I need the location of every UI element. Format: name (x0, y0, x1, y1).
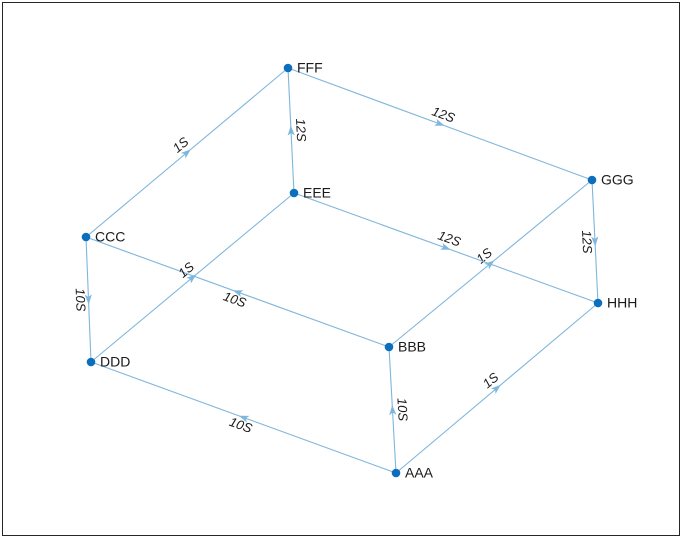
node-label: BBB (398, 339, 426, 355)
edge-bbb-ggg: 1S (388, 179, 593, 348)
edge-label: 10S (227, 414, 254, 436)
edge-ggg-hhh: 12S (579, 179, 599, 304)
edge-eee-hhh: 12S (293, 192, 599, 304)
edge-ddd-eee: 1S (90, 192, 295, 363)
edge-aaa-ddd: 10S (90, 361, 397, 474)
node-fff: FFF (283, 60, 323, 76)
edge-ccc-ddd: 10S (73, 236, 92, 363)
edge-arrow-icon (84, 294, 92, 305)
node-marker (587, 175, 597, 185)
edge-arrow-icon (484, 260, 495, 270)
nodes-layer: AAA BBB CCC DDD EEE FFF GGG HHH (81, 60, 637, 481)
node-label: GGG (601, 172, 634, 188)
edge-arrow-icon (434, 118, 445, 126)
edge-arrow-icon (490, 384, 501, 394)
edge-label: 12S (436, 228, 463, 250)
edge-eee-fff: 12S (287, 67, 309, 194)
node-marker (391, 468, 401, 478)
node-ccc: CCC (81, 229, 125, 245)
node-bbb: BBB (384, 339, 426, 355)
edge-arrow-icon (232, 290, 244, 298)
node-marker (86, 357, 96, 367)
edge-arrow-icon (186, 274, 197, 284)
node-marker (384, 342, 394, 352)
node-hhh: HHH (593, 295, 637, 311)
node-eee: EEE (289, 185, 331, 201)
node-label: EEE (303, 185, 331, 201)
node-label: CCC (95, 229, 125, 245)
edge-arrow-icon (238, 415, 250, 423)
edge-ccc-fff: 1S (85, 67, 289, 238)
edge-arrow-icon (180, 149, 191, 159)
node-label: DDD (100, 354, 130, 370)
node-marker (289, 188, 299, 198)
edge-arrow-icon (287, 125, 295, 136)
edge-fff-ggg: 12S (287, 67, 593, 181)
edge-label: 10S (221, 288, 248, 310)
node-marker (81, 232, 91, 242)
edge-aaa-hhh: 1S (395, 302, 599, 474)
edge-aaa-bbb: 10S (388, 346, 411, 474)
edge-arrow-icon (440, 242, 451, 250)
edge-arrow-icon (389, 405, 397, 416)
edge-label: 12S (293, 118, 309, 142)
node-ddd: DDD (86, 354, 130, 370)
edge-arrow-icon (591, 236, 599, 247)
node-marker (593, 298, 603, 308)
edge-label: 10S (73, 288, 89, 312)
node-ggg: GGG (587, 172, 634, 188)
node-label: AAA (405, 465, 434, 481)
edge-label: 10S (394, 397, 410, 421)
node-label: FFF (297, 60, 323, 76)
node-label: HHH (607, 295, 637, 311)
edge-bbb-ccc: 10S (85, 236, 390, 348)
edge-label: 12S (579, 230, 595, 254)
node-marker (283, 63, 293, 73)
node-aaa: AAA (391, 465, 434, 481)
